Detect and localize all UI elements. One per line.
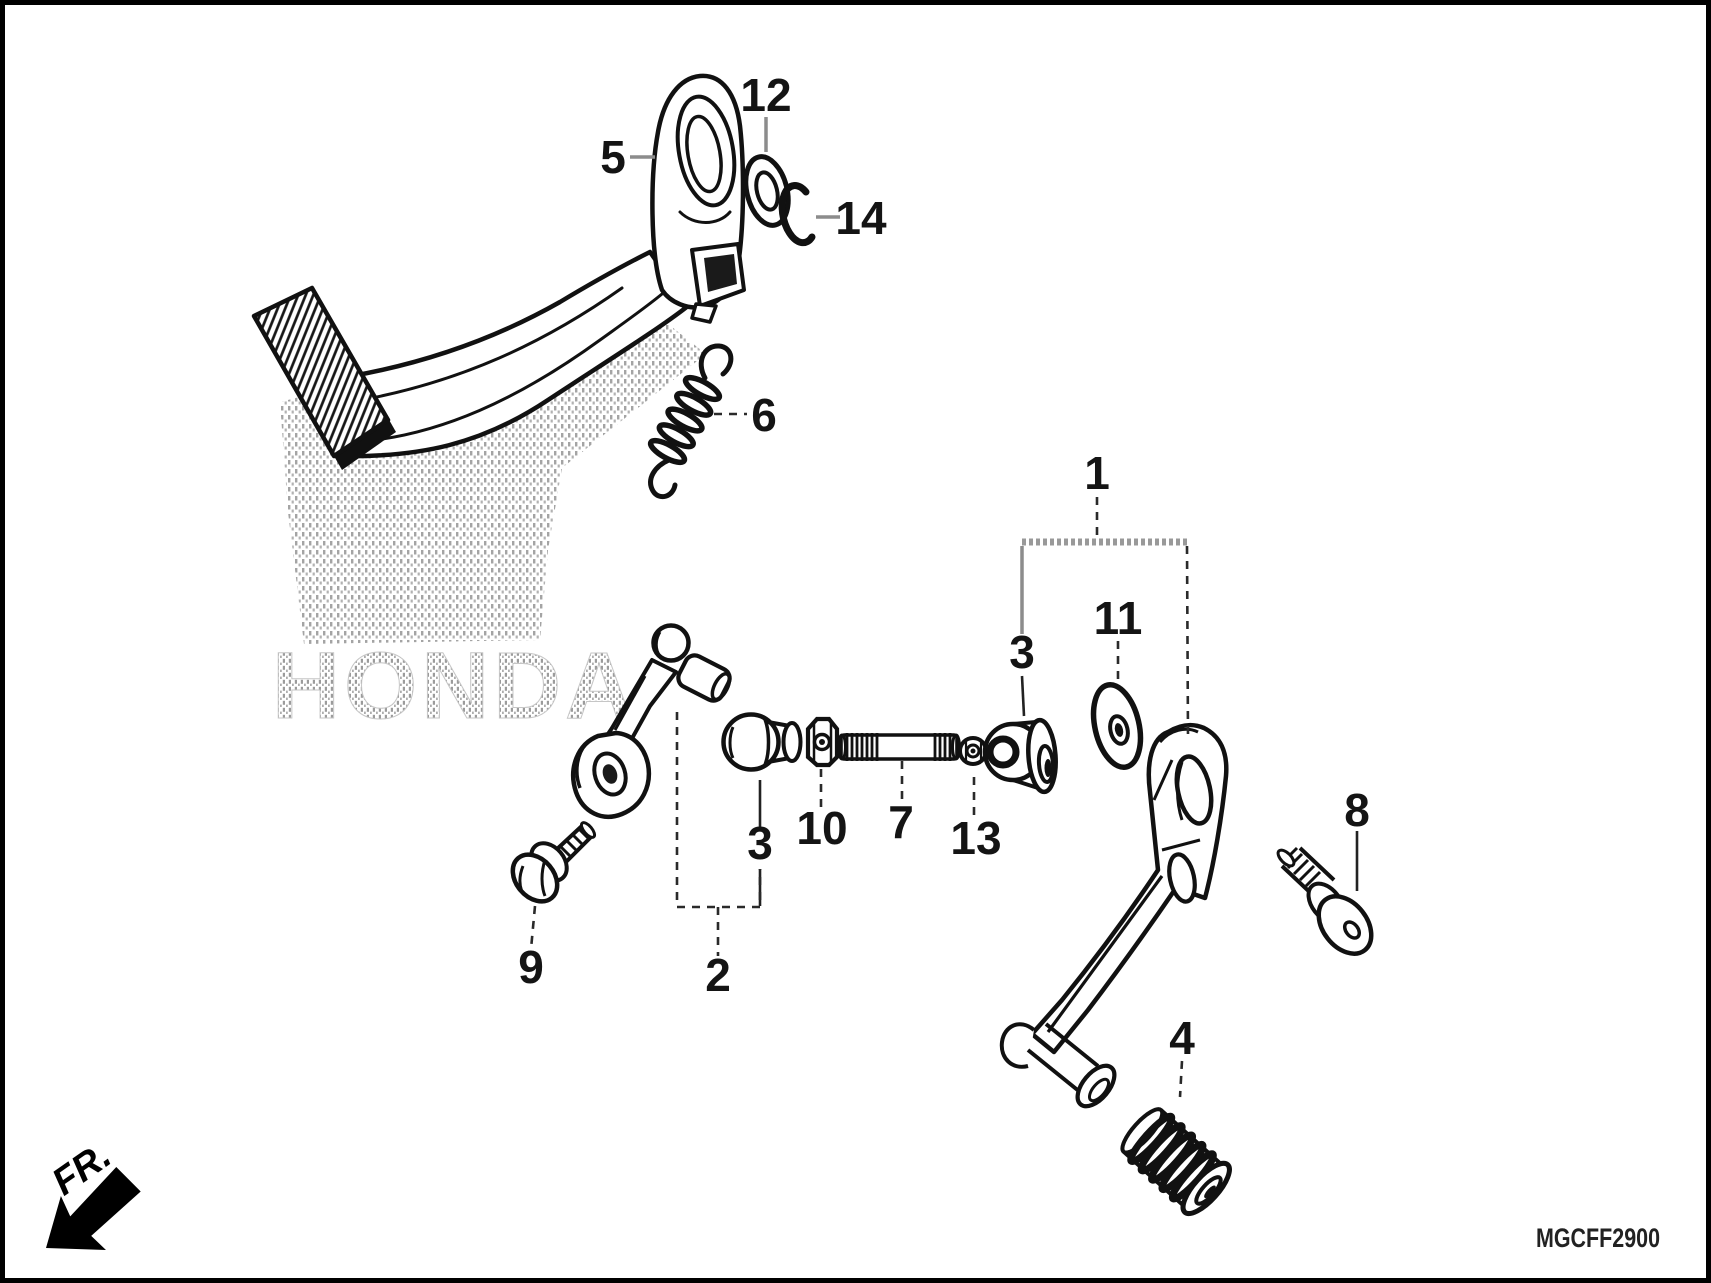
callout-5: 5 (600, 131, 626, 183)
callout-labels: 1 2 3 3 4 5 6 7 8 9 10 11 12 13 14 (518, 69, 1370, 1064)
callout-3-upper: 3 (1009, 626, 1035, 678)
nut-part13 (958, 736, 988, 766)
callout-8: 8 (1344, 784, 1370, 836)
joint-ball-part3-lower (721, 712, 803, 772)
callout-11: 11 (1094, 592, 1143, 644)
washer-part12 (743, 154, 791, 228)
front-direction-indicator: FR. (45, 1134, 141, 1250)
flanged-nut-part3-upper (982, 717, 1058, 795)
callout-12: 12 (740, 69, 791, 121)
link-arm-part2 (570, 623, 732, 819)
group-bracket-part2 (675, 712, 762, 956)
spring-part6 (647, 343, 734, 500)
leader-lines-dashed (529, 412, 1190, 1098)
callout-9: 9 (518, 941, 544, 993)
bolt-part8 (1276, 846, 1374, 956)
callout-1: 1 (1084, 447, 1110, 499)
callout-3-lower: 3 (747, 817, 773, 869)
brake-pedal-part5 (251, 73, 746, 470)
callout-14: 14 (835, 192, 887, 244)
callout-13: 13 (950, 812, 1001, 864)
rod-part7 (837, 733, 961, 761)
pedal-rubber-part4 (1120, 1107, 1232, 1217)
snap-ring-part14 (778, 182, 816, 247)
washer-part11 (1090, 682, 1144, 770)
callout-10: 10 (796, 802, 847, 854)
callout-6: 6 (751, 389, 777, 441)
nut-part10 (805, 716, 840, 768)
callout-4: 4 (1169, 1012, 1195, 1064)
callout-2: 2 (705, 949, 731, 1001)
bolt-part9 (510, 821, 597, 904)
leader-lines-gray (630, 117, 1024, 634)
front-arrow-icon (46, 1167, 141, 1250)
honda-watermark: HONDA (272, 633, 637, 739)
callout-7: 7 (888, 796, 914, 848)
gearchange-pedal-part1 (999, 722, 1229, 1109)
diagram-code: MGCFF2900 (1536, 1223, 1660, 1253)
leader-lines-solid (758, 675, 1359, 906)
